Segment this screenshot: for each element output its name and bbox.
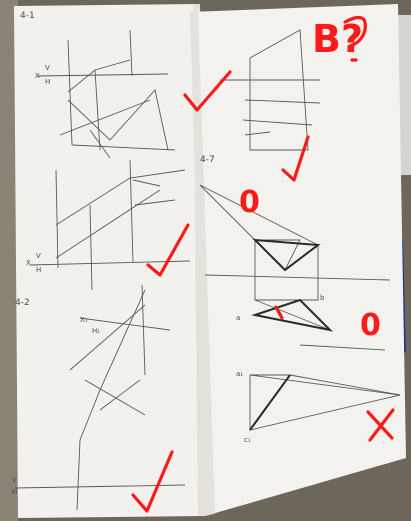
- pencil-label-h1: H₁: [92, 327, 100, 335]
- pencil-label-v2: V: [36, 252, 41, 260]
- red-slash: [274, 305, 284, 320]
- desk-left-edge: [0, 0, 18, 521]
- pencil-label-a1: a₁: [236, 370, 243, 378]
- pencil-label-x: X: [35, 72, 40, 80]
- pencil-label-a: a: [236, 314, 240, 322]
- pencil-label-h: H: [45, 78, 50, 86]
- section-label-4-2: 4-2: [15, 298, 30, 308]
- pencil-label-b: b: [320, 294, 325, 302]
- pencil-label-c1: c₁: [244, 436, 251, 444]
- red-zero-mark-1: 0: [239, 185, 260, 220]
- pencil-label-h3: H: [12, 488, 17, 496]
- pencil-label-x1: X₁: [80, 316, 88, 324]
- pencil-label-h2: H: [36, 266, 41, 274]
- left-pencil-drawings: [14, 29, 191, 511]
- section-label-4-1: 4-1: [20, 11, 35, 21]
- red-check-3: [281, 135, 310, 182]
- red-cross: [366, 408, 395, 442]
- red-zero-mark-2: 0: [360, 308, 381, 343]
- red-check-2: [146, 223, 190, 277]
- pencil-label-v: V: [45, 64, 50, 72]
- pencil-label-v3: V: [12, 476, 17, 484]
- section-label-4-7: 4-7: [200, 155, 215, 165]
- red-question-mark: [343, 15, 367, 48]
- red-check-4: [131, 450, 174, 513]
- red-grade-text: B?: [312, 17, 363, 61]
- pencil-label-x2: X: [26, 259, 31, 267]
- red-check-1: [183, 70, 232, 112]
- red-grading-marks: [131, 15, 395, 513]
